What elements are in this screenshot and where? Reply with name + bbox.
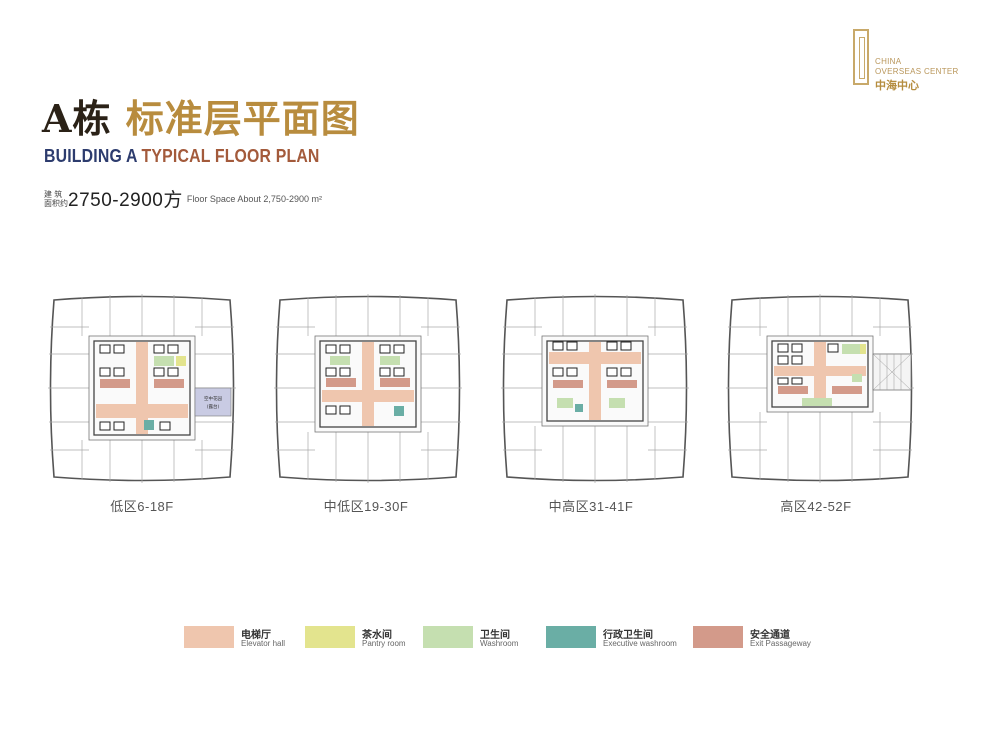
title-en-part2: TYPICAL FLOOR PLAN <box>141 146 320 166</box>
page-title-cn: A栋 标准层平面图 <box>42 88 360 143</box>
floor-plan-high <box>722 292 918 485</box>
legend-swatch <box>184 626 234 648</box>
floor-plan-mid-low-drawing <box>274 294 462 483</box>
page-title-en: BUILDING A TYPICAL FLOOR PLAN <box>44 146 320 167</box>
title-cn-prefix: A栋 <box>42 96 126 141</box>
legend-label-cn: 安全通道 <box>750 630 790 641</box>
legend-label-en: Washroom <box>480 639 519 648</box>
legend-washroom: 卫生间 Washroom <box>423 624 553 650</box>
zone-label-high: 高区42-52F <box>780 499 852 514</box>
area-en: Floor Space About 2,750-2900 m² <box>186 193 322 204</box>
area-label-line1: 建 筑 <box>44 189 63 199</box>
brand-en-line2: OVERSEAS CENTER <box>875 67 959 76</box>
floor-plan-mid-high <box>497 292 693 485</box>
brand-logo: CHINA OVERSEAS CENTER 中海中心 <box>853 27 963 97</box>
zone-label-mid-low: 中低区19-30F <box>323 499 409 514</box>
zone-label-mid-high: 中高区31-41F <box>548 499 634 514</box>
legend-swatch <box>305 626 355 648</box>
legend-swatch <box>546 626 596 648</box>
brand-cn: 中海中心 <box>875 80 919 92</box>
brand-en-line1: CHINA <box>875 57 902 66</box>
legend-label-cn: 行政卫生间 <box>603 630 653 641</box>
legend-label-cn: 卫生间 <box>480 630 510 641</box>
title-en-part1: BUILDING A <box>44 146 142 166</box>
sky-garden-label: 空中花园 <box>204 395 222 402</box>
floor-plan-mid-low <box>270 292 466 485</box>
area-label-line2: 面积约 <box>44 198 68 208</box>
legend-label-cn: 电梯厅 <box>241 630 271 641</box>
legend-swatch <box>423 626 473 648</box>
legend-label-en: Pantry room <box>362 639 406 648</box>
legend-swatch <box>693 626 743 648</box>
brand-logo-icon <box>853 29 869 85</box>
terrace-label: (露台) <box>207 403 220 410</box>
area-label: 建 筑面积约 <box>44 190 68 208</box>
zone-label-low: 低区6-18F <box>110 499 174 514</box>
legend-label-en: Executive washroom <box>603 639 677 648</box>
floor-plan-low-drawing: 空中花园 (露台) <box>48 294 236 483</box>
area-value: 2750-2900方 <box>68 190 183 211</box>
legend-elevator-hall: 电梯厅 Elevator hall <box>184 624 314 650</box>
legend-executive-washroom: 行政卫生间 Executive washroom <box>546 624 696 650</box>
legend-label-en: Elevator hall <box>241 639 286 648</box>
floor-plan-low: 空中花园 (露台) <box>44 292 240 485</box>
legend-label-en: Exit Passageway <box>750 639 811 648</box>
legend-exit-passageway: 安全通道 Exit Passageway <box>693 624 823 650</box>
legend-pantry: 茶水间 Pantry room <box>305 624 435 650</box>
floor-plan-mid-high-drawing <box>501 294 689 483</box>
floor-plan-high-drawing <box>726 294 914 483</box>
legend-label-cn: 茶水间 <box>362 630 392 641</box>
title-cn-main: 标准层平面图 <box>125 96 360 141</box>
